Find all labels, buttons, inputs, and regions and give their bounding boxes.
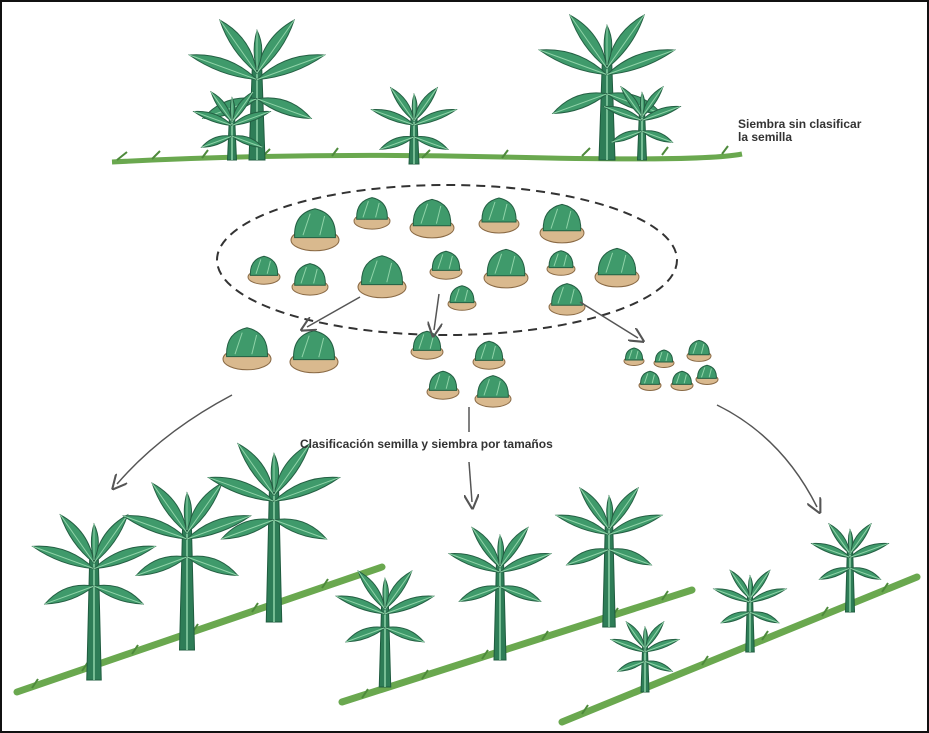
seed-corm: [411, 331, 443, 359]
seed-corm: [696, 365, 718, 384]
banana-plant: [812, 524, 888, 612]
seed-corm: [624, 348, 644, 366]
banana-plant: [372, 88, 457, 164]
unsorted-plants: [189, 15, 680, 164]
seed-corms: [223, 198, 718, 408]
banana-plant: [714, 571, 786, 652]
sorting-arrows: [117, 294, 817, 507]
seed-corm: [430, 251, 462, 279]
seed-corm: [671, 371, 693, 390]
seed-corm: [290, 331, 338, 373]
banana-plant: [124, 483, 251, 650]
seed-corm: [354, 198, 390, 229]
top-ground: [112, 146, 742, 162]
seed-corm: [448, 286, 476, 311]
banana-plant: [33, 515, 156, 680]
seed-corm: [687, 340, 711, 361]
seed-corm: [654, 350, 674, 368]
seed-corm: [248, 256, 280, 284]
unsorted-caption: Siembra sin clasificar la semilla: [738, 118, 861, 144]
seed-corm: [595, 248, 639, 287]
banana-plant: [189, 20, 324, 160]
banana-plant: [336, 571, 433, 687]
seed-corm: [549, 284, 585, 316]
seed-corm: [475, 376, 511, 408]
seed-corm: [540, 204, 584, 243]
sorted-caption: Clasificación semilla y siembra por tama…: [300, 438, 553, 451]
seed-corm: [484, 249, 528, 288]
seed-corm: [547, 251, 575, 276]
seed-corm: [292, 264, 328, 296]
unsorted-caption-line2: la semilla: [738, 131, 861, 144]
seed-corm: [410, 199, 454, 238]
seed-corm: [223, 328, 271, 370]
seed-corm: [639, 371, 661, 390]
seed-corm: [358, 256, 406, 298]
seed-corm: [291, 209, 339, 251]
seed-corm: [427, 371, 459, 399]
seed-corm: [479, 198, 519, 233]
seed-corm: [473, 341, 505, 369]
banana-plant: [208, 444, 339, 622]
sorted-plants: [33, 444, 888, 692]
